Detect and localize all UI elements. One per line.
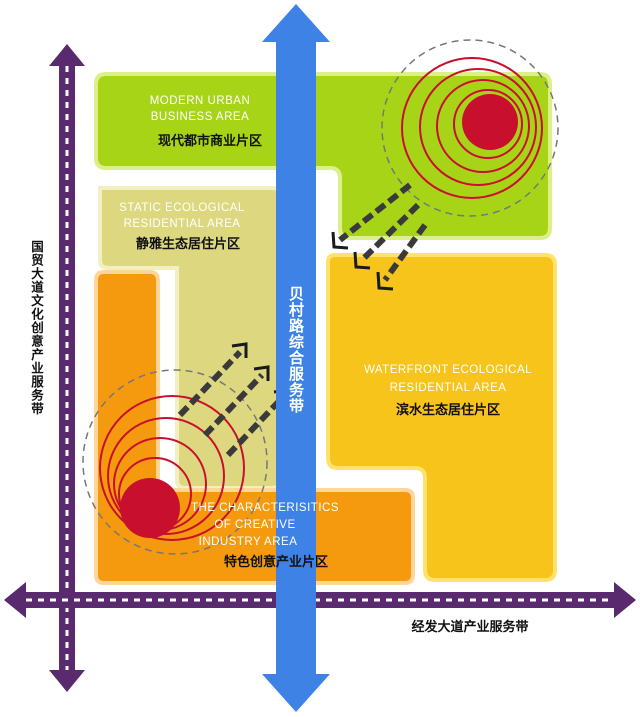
creative-label-en-2: OF CREATIVE — [214, 519, 295, 531]
business-label-en-1: MODERN URBAN — [150, 95, 251, 107]
creative-label-zh: 特色创意产业片区 — [224, 554, 328, 570]
radiation-core-business — [462, 94, 518, 150]
corridor-center — [262, 4, 330, 712]
waterfront-label-en-2: RESIDENTIAL AREA — [390, 382, 507, 394]
corridor-left — [49, 44, 85, 692]
zone-business — [94, 72, 552, 240]
waterfront-label-zh: 滨水生态居住片区 — [396, 402, 500, 418]
static-label-zh: 静雅生态居住片区 — [136, 236, 240, 252]
bottom-corridor-label: 经发大道产业服务带 — [411, 619, 528, 635]
left-corridor-label: 国贸大道文化创意产业服务带 — [29, 240, 44, 416]
business-label-en-2: BUSINESS AREA — [151, 111, 250, 123]
zone-waterfront-residential — [326, 253, 557, 582]
radiation-core-creative — [120, 478, 180, 538]
waterfront-label-en-1: WATERFRONT ECOLOGICAL — [364, 364, 532, 376]
creative-label-en-3: INDUSTRY AREA — [199, 536, 298, 548]
creative-label-en-1: THE CHARACTERISITICS — [191, 502, 339, 514]
static-label-en-2: RESIDENTIAL AREA — [124, 218, 241, 230]
business-label-zh: 现代都市商业片区 — [158, 133, 262, 149]
flow-arrows-business — [338, 182, 428, 282]
radiation-circles-business — [381, 39, 559, 217]
center-corridor-label: 贝村路综合服务带 — [287, 286, 305, 414]
flow-arrows-creative — [177, 349, 285, 458]
static-label-en-1: STATIC ECOLOGICAL — [119, 202, 245, 214]
flow-arrow-heads-business — [331, 231, 394, 291]
corridor-bottom — [4, 582, 636, 618]
